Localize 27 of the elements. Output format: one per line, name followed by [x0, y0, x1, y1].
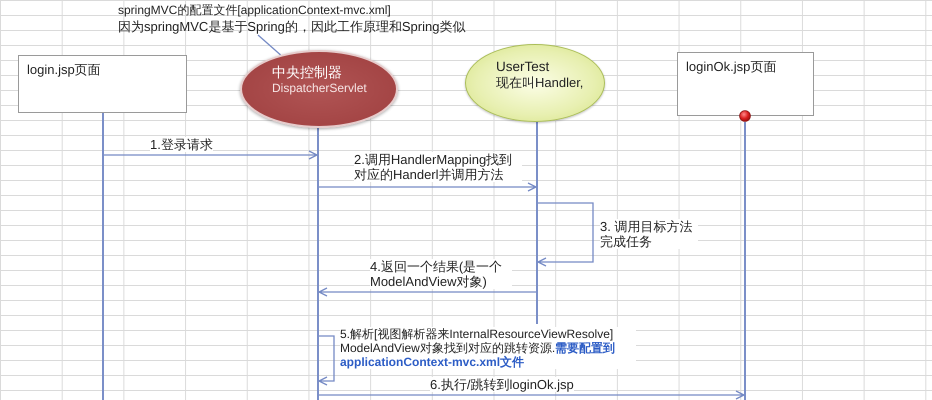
page-title: loginOk.jsp页面 — [686, 59, 776, 75]
edge-label: 3. 调用目标方法完成任务 — [600, 219, 698, 249]
lifeline — [744, 122, 746, 400]
edge-label: 4.返回一个结果(是一个ModelAndView对象) — [370, 259, 512, 289]
message-arrow — [319, 182, 537, 192]
lifeline — [102, 113, 104, 400]
node-subtitle: 现在叫Handler, — [496, 75, 584, 91]
page-box — [677, 52, 814, 116]
annotation-text: 因为springMVC是基于Spring的，因此工作原理和Spring类似 — [118, 18, 466, 35]
message-arrow — [319, 390, 745, 400]
self-message-arrow — [318, 335, 335, 386]
message-arrow — [318, 287, 536, 297]
node-title: UserTest — [496, 58, 550, 75]
node-title: 中央控制器 — [272, 64, 342, 81]
lifeline — [317, 128, 319, 400]
page-box — [18, 55, 187, 113]
annotation-text: springMVC的配置文件[applicationContext-mvc.xml] — [118, 2, 391, 18]
lifeline — [536, 122, 538, 324]
message-arrow — [104, 150, 318, 160]
edge-label: 1.登录请求 — [150, 137, 213, 152]
node-subtitle: DispatcherServlet — [272, 81, 367, 96]
page-title: login.jsp页面 — [27, 62, 101, 78]
edge-label: 5.解析[视图解析器来InternalResourceViewResolve] ModelAndView对象找到对应的跳转资源.需要配置到applicationContext-mvc.xml文件 — [340, 327, 636, 369]
edge-label: 6.执行/跳转到loginOk.jsp — [430, 377, 574, 392]
self-message-arrow — [537, 202, 594, 267]
leader-line — [258, 34, 281, 56]
edge-label: 2.调用HandlerMapping找到对应的Handerl并调用方法 — [354, 152, 522, 182]
